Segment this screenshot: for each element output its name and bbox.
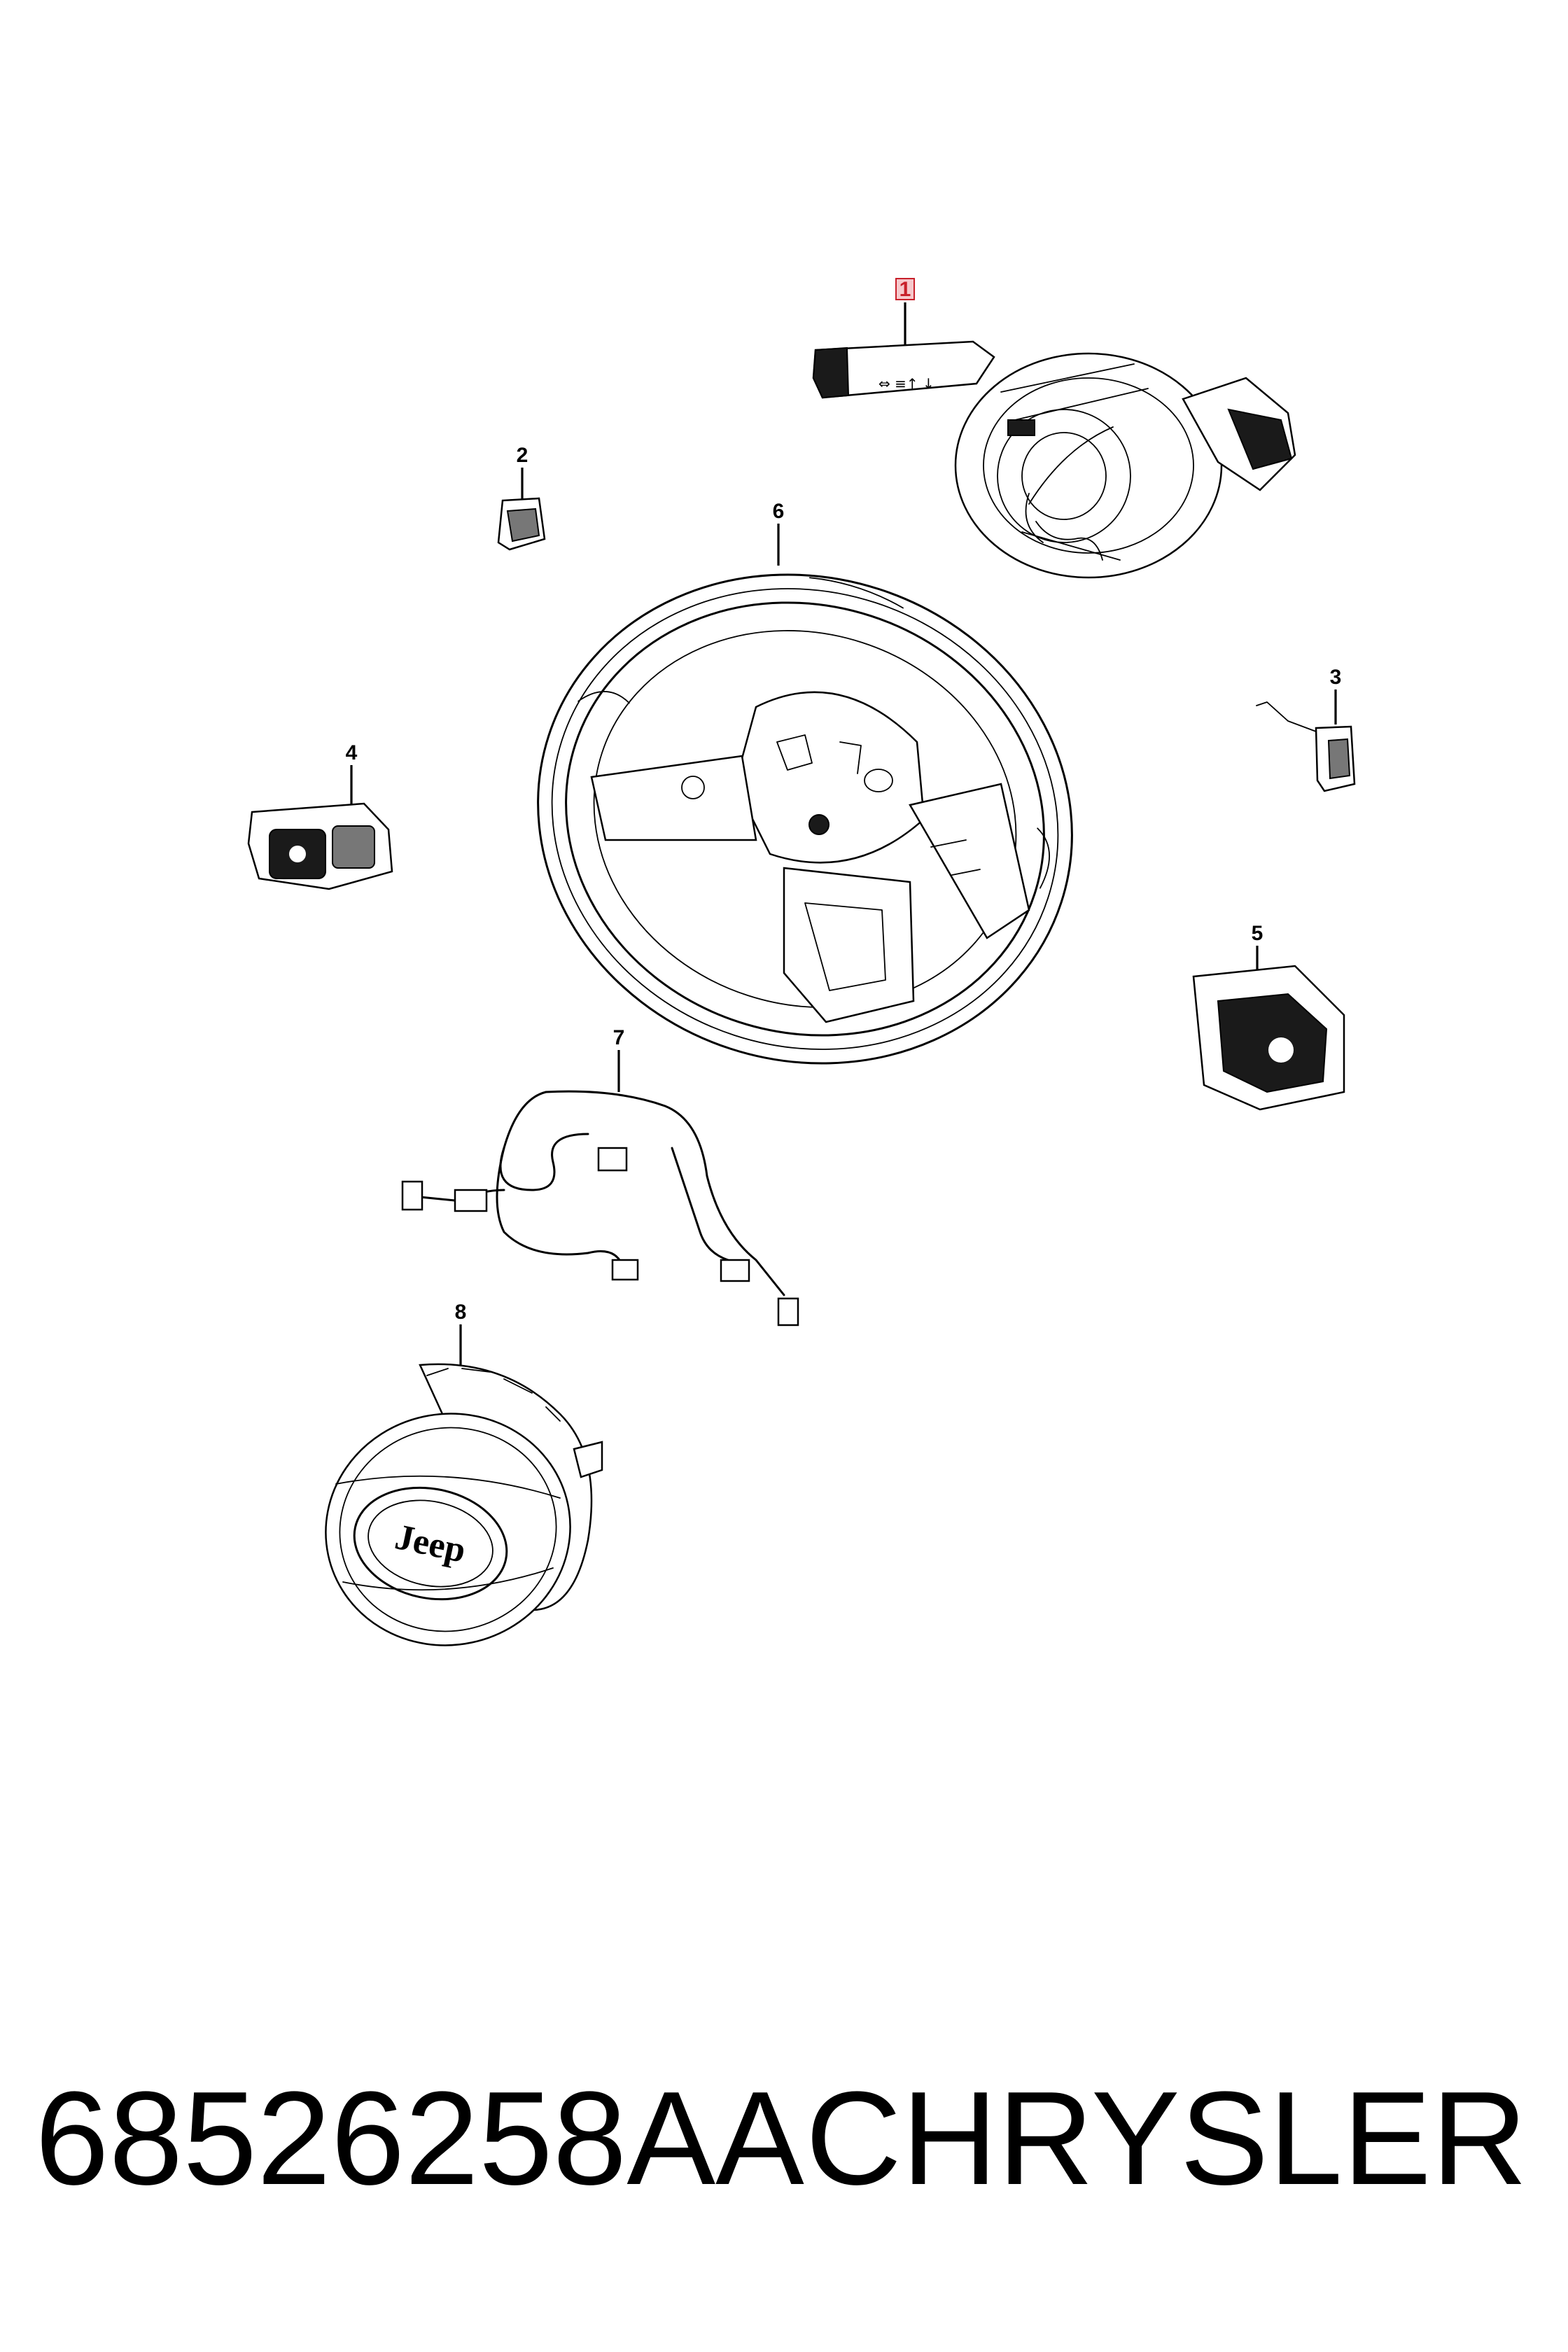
part-3-module[interactable]: 3 — [1256, 666, 1356, 792]
callout-2[interactable]: 2 — [517, 444, 528, 467]
harness-connector-end — [777, 1297, 799, 1326]
harness-main-wire — [545, 1090, 785, 1296]
callout-4[interactable]: 4 — [346, 741, 358, 764]
wheel-rim-outer — [537, 573, 1073, 1065]
clockspring-connector — [1007, 419, 1035, 436]
callout-7[interactable]: 7 — [613, 1026, 625, 1049]
wheel-rim-inner — [565, 601, 1045, 1037]
part-number: 68526258AA — [35, 2064, 804, 2213]
wheel-center-bolt — [808, 814, 830, 835]
right-spoke — [909, 783, 1030, 939]
callout-6[interactable]: 6 — [773, 500, 785, 523]
part-5-right-wheel-switch[interactable]: 5 — [1192, 922, 1345, 1111]
callout-3[interactable]: 3 — [1330, 666, 1342, 689]
harness-connector-right — [720, 1259, 750, 1282]
jeep-logo-emblem — [353, 1486, 508, 1601]
wheel-hub — [734, 691, 925, 864]
clockspring-housing — [954, 352, 1223, 579]
stalk-symbols-icon: ⇔ ≡↑ ↓ — [878, 375, 934, 392]
left-spoke — [590, 755, 757, 841]
right-stalk-tip — [1227, 408, 1293, 470]
airbag-bracket — [573, 1441, 603, 1478]
callout-1[interactable]: 1 — [899, 278, 911, 301]
callout-5[interactable]: 5 — [1252, 922, 1264, 945]
part-7-wire-harness[interactable]: 7 — [401, 1026, 799, 1326]
part-1-multifunction-switch[interactable]: 1 ⇔ ≡↑ ↓ — [812, 278, 1296, 579]
part-6-steering-wheel[interactable]: 6 — [474, 500, 1136, 1132]
airbag-cover — [325, 1413, 571, 1646]
part-4-left-wheel-switch[interactable]: 4 — [247, 741, 393, 890]
brand-name: CHRYSLER — [805, 2064, 1527, 2213]
left-stalk-tip — [812, 346, 850, 399]
part-8-airbag[interactable]: 8 Jeep — [304, 1301, 603, 1668]
callout-8[interactable]: 8 — [455, 1301, 467, 1324]
bottom-spoke — [783, 867, 915, 1023]
harness-connector-block — [454, 1189, 488, 1212]
part-2-switch[interactable]: 2 — [497, 444, 546, 551]
harness-connector-lower — [611, 1259, 639, 1281]
callout-1-highlight-box — [895, 278, 915, 300]
harness-connector-left — [401, 1180, 424, 1211]
harness-connector-mid — [597, 1147, 628, 1172]
